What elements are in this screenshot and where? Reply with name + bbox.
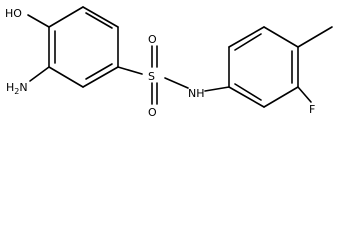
bond-amine bbox=[29, 66, 50, 82]
oxygen-bottom-label: O bbox=[148, 106, 157, 119]
bond-right-ring-1 bbox=[228, 26, 265, 48]
amine-label-h: H bbox=[6, 81, 14, 94]
oxygen-top-label: O bbox=[148, 33, 157, 46]
hydroxyl-label: HO bbox=[5, 7, 22, 20]
nh-label: NH bbox=[188, 87, 205, 100]
bond-hydroxyl bbox=[27, 14, 50, 28]
bond-right-ring-inner-1 bbox=[234, 33, 262, 51]
sulfur-label: S bbox=[148, 70, 155, 83]
bond-right-ring-2 bbox=[263, 26, 299, 48]
bond-sulfur-nh bbox=[164, 77, 189, 89]
right-benzene-ring bbox=[228, 26, 299, 108]
bond-left-ring-2 bbox=[82, 6, 119, 28]
fluorine-label: F bbox=[309, 103, 315, 116]
bond-left-ring-5 bbox=[48, 66, 84, 88]
bond-left-ring-inner-2 bbox=[85, 63, 113, 80]
amine-label-sub: 2 bbox=[14, 87, 19, 96]
bond-right-ring-inner-3 bbox=[234, 83, 262, 101]
amine-label-n: N bbox=[19, 81, 27, 94]
bond-fluorine bbox=[297, 86, 312, 103]
bond-right-ring-4 bbox=[263, 86, 299, 108]
left-benzene-ring bbox=[48, 6, 119, 88]
bond-methyl bbox=[297, 26, 333, 48]
bond-left-ring-1 bbox=[48, 6, 84, 28]
bond-nh-ring bbox=[204, 86, 230, 92]
bond-left-ring-inner-1 bbox=[85, 12, 113, 29]
amine-label: H2N bbox=[6, 81, 28, 96]
bond-ring-sulfur bbox=[117, 66, 143, 75]
molecule-svg: HO H2N S O O NH F bbox=[5, 6, 333, 119]
structure-diagram: HO H2N S O O NH F bbox=[5, 6, 333, 119]
bond-right-ring-5 bbox=[228, 86, 265, 108]
bond-left-ring-4 bbox=[82, 66, 119, 88]
